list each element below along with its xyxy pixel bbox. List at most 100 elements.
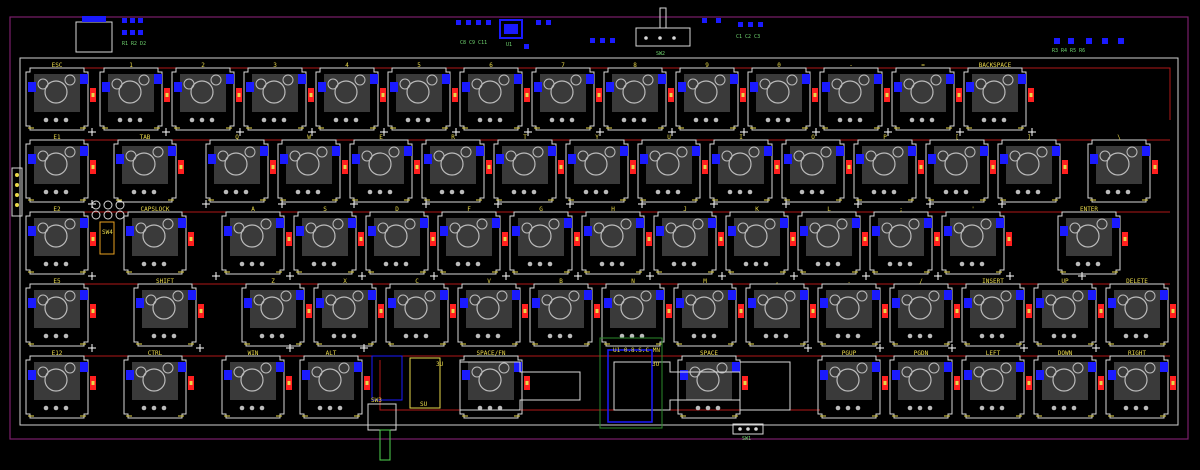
key-outline — [891, 67, 955, 131]
led-pin — [857, 117, 863, 123]
led-pin — [383, 261, 389, 267]
led-pin — [43, 117, 49, 123]
key-body — [1096, 146, 1142, 184]
key-label: Y — [595, 134, 599, 141]
key-body — [34, 362, 80, 400]
diode-mark — [1123, 237, 1127, 241]
diode-mark — [631, 165, 635, 169]
key-pin-hole — [311, 366, 323, 378]
key-body — [250, 290, 296, 328]
key-outline — [243, 67, 307, 131]
led-pin — [333, 117, 339, 123]
led-pin — [959, 261, 965, 267]
key-outline — [797, 211, 861, 275]
key-switch: ] — [997, 134, 1068, 203]
key-center-hole — [696, 368, 720, 392]
key-pin-hole — [856, 362, 868, 374]
key-switch: 1 — [99, 62, 170, 131]
key-pin-hole — [135, 222, 147, 234]
key-outline — [677, 355, 741, 419]
key-center-hole — [404, 296, 428, 320]
led-pin — [705, 405, 711, 411]
led-pin — [243, 189, 249, 195]
led-pin — [979, 261, 985, 267]
key-label: P — [883, 134, 887, 141]
pad-blue — [692, 146, 700, 156]
key-label: / — [919, 278, 923, 285]
diode-mark — [955, 381, 959, 385]
key-body — [898, 290, 944, 328]
pad-blue — [462, 82, 470, 92]
led-pin — [413, 333, 419, 339]
led-pin — [495, 333, 501, 339]
led-pin — [497, 405, 503, 411]
key-pin-hole — [152, 146, 164, 158]
key-pin-hole — [858, 74, 870, 86]
led-pin — [425, 117, 431, 123]
key-pin-hole — [620, 218, 632, 230]
led-pin — [295, 189, 301, 195]
key-center-hole — [318, 368, 342, 392]
key-body — [806, 218, 852, 256]
led-pin — [387, 189, 393, 195]
led-pin — [989, 405, 995, 411]
key-switch: E — [349, 134, 420, 203]
key-switch: WIN — [221, 350, 292, 419]
led-pin — [511, 189, 517, 195]
key-outline — [889, 283, 953, 347]
mount-cross — [1006, 272, 1014, 280]
key-center-hole — [132, 152, 156, 176]
pad-blue — [656, 226, 664, 236]
key-outline — [529, 283, 593, 347]
led-pin — [63, 117, 69, 123]
led-pin — [311, 261, 317, 267]
key-outline — [1087, 139, 1151, 203]
mount-cross — [286, 344, 294, 352]
key-body — [574, 146, 620, 184]
sw4-label: SW4 — [102, 229, 113, 236]
led-pin — [423, 333, 429, 339]
pad-blue — [224, 226, 232, 236]
led-pin — [1051, 405, 1057, 411]
key-body — [756, 74, 802, 112]
led-pin — [943, 189, 949, 195]
mount-cross — [380, 128, 388, 136]
led-pin — [239, 405, 245, 411]
led-pin — [331, 261, 337, 267]
key-label: PGDN — [914, 350, 929, 357]
mount-cross — [854, 200, 862, 208]
key-outline — [25, 355, 89, 419]
pad-blue — [388, 298, 396, 308]
key-label: DELETE — [1126, 278, 1148, 285]
key-center-hole — [142, 368, 166, 392]
pad-blue — [620, 146, 628, 156]
key-pin-hole — [1117, 294, 1129, 306]
mount-cross — [566, 200, 574, 208]
key-outline — [509, 211, 573, 275]
bottom-su-label: SU — [420, 401, 428, 408]
key-pin-hole — [37, 366, 49, 378]
key-outline — [113, 139, 177, 203]
key-pin-hole — [233, 222, 245, 234]
key-center-hole — [694, 80, 718, 104]
led-pin — [909, 117, 915, 123]
pad-blue — [296, 226, 304, 236]
pad-blue — [1052, 146, 1060, 156]
pad-blue — [512, 290, 520, 300]
key-body — [610, 290, 656, 328]
key-label: CTRL — [148, 350, 163, 357]
key-pin-hole — [642, 74, 654, 86]
led-pin — [907, 261, 913, 267]
key-body — [934, 146, 980, 184]
diode-mark — [1027, 309, 1031, 313]
key-label: V — [487, 278, 491, 285]
key-pin-hole — [210, 74, 222, 86]
led-pin — [927, 333, 933, 339]
key-pin-hole — [1072, 362, 1084, 374]
led-pin — [809, 189, 815, 195]
key-switch: ' — [941, 206, 1012, 275]
led-pin — [151, 261, 157, 267]
key-label: - — [849, 62, 853, 69]
key-pin-hole — [1117, 366, 1129, 378]
key-pin-hole — [928, 290, 940, 302]
